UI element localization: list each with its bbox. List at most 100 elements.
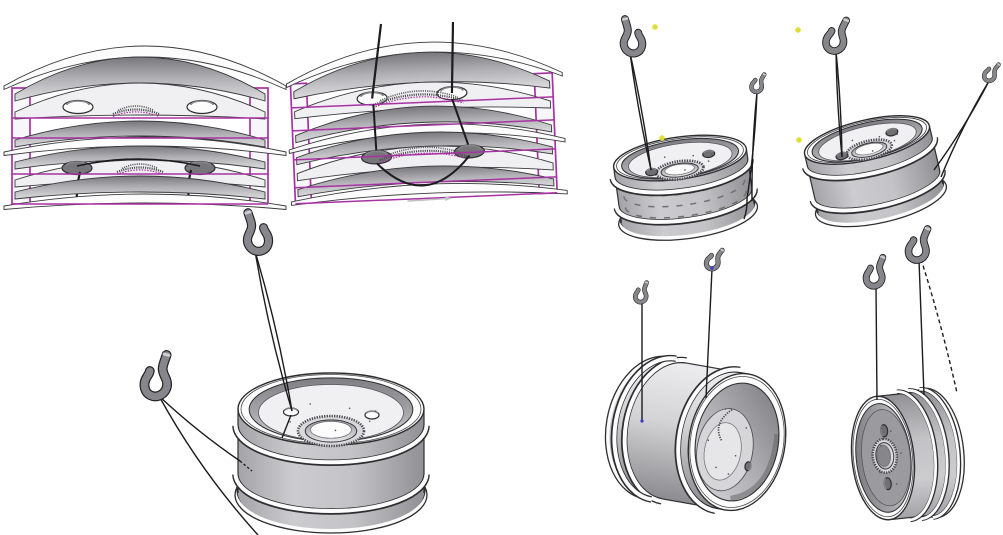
wheel-rim-3d-circle bbox=[711, 153, 713, 156]
wire-rope bbox=[705, 268, 713, 399]
crane-hook-path bbox=[644, 281, 649, 284]
wheel-rim-3d-circle bbox=[368, 420, 371, 423]
rim-bowl-interior-ellipse bbox=[703, 422, 742, 481]
sectioned-rim-stack bbox=[285, 22, 568, 206]
sectioned-rim-stack-path bbox=[379, 90, 459, 102]
section-cut-rail bbox=[289, 82, 313, 205]
crane-hook bbox=[749, 72, 767, 95]
crane-hook-path bbox=[924, 226, 931, 231]
wire-rope bbox=[751, 91, 758, 202]
wheel-rim-3d-circle bbox=[724, 408, 727, 410]
wheel-rim-3d-circle bbox=[374, 410, 377, 412]
sectioned-rim-stack-ellipse bbox=[186, 99, 218, 115]
sectioned-rim-stack-path bbox=[376, 154, 471, 187]
crane-hook-path bbox=[905, 226, 931, 263]
sectioned-rim-stack bbox=[3, 45, 287, 210]
wheel-rim-3d-path bbox=[365, 410, 379, 414]
wheel-rim-3d-ellipse bbox=[694, 382, 780, 502]
sectioned-rim-stack-path bbox=[66, 100, 90, 106]
wheel-rim-3d-circle bbox=[745, 427, 748, 429]
wire-rope bbox=[254, 250, 293, 412]
sectioned-rim-stack-line bbox=[292, 119, 555, 132]
figure-rim-top-right-1 bbox=[609, 15, 767, 241]
wire-rope bbox=[743, 198, 748, 220]
wire-rope-path bbox=[940, 80, 990, 178]
wheel-rim-3d-circle bbox=[878, 135, 881, 138]
wire-rope-path bbox=[281, 414, 292, 439]
wire-rope bbox=[158, 395, 253, 472]
sectioned-rim-stack-line bbox=[291, 96, 554, 109]
crane-hook bbox=[703, 247, 725, 272]
sectioned-rim-stack-path bbox=[116, 169, 164, 175]
wheel-rim-3d-circle bbox=[893, 139, 896, 142]
sectioned-rim-stack-path bbox=[374, 93, 464, 106]
crane-hook-path bbox=[633, 280, 649, 304]
sectioned-rim-stack-line bbox=[407, 197, 452, 202]
wheel-rim-3d-path bbox=[610, 158, 753, 195]
wheel-rim-3d-circle bbox=[348, 407, 351, 410]
wire-rope bbox=[918, 259, 925, 396]
crane-hook-path bbox=[620, 16, 646, 57]
section-band bbox=[296, 131, 554, 166]
wire-rope-path bbox=[629, 52, 652, 171]
wheel-rim-3d-path bbox=[896, 390, 937, 522]
wheel-rim-3d-circle bbox=[879, 471, 881, 474]
crane-hook bbox=[904, 225, 932, 264]
figure-rim-bottom-right-1 bbox=[604, 247, 788, 514]
wheel-rim-3d-path bbox=[803, 136, 937, 180]
wheel-rim-3d-path bbox=[919, 387, 960, 520]
wire-rope-path bbox=[158, 395, 241, 462]
crane-hook-path bbox=[162, 352, 171, 357]
crane-hook-path bbox=[982, 62, 1001, 83]
wire-rope bbox=[940, 80, 990, 178]
crane-hook bbox=[139, 350, 172, 402]
stray-marker-dots bbox=[640, 24, 802, 423]
wheel-rim-3d-path bbox=[880, 425, 884, 437]
wire-rope-path bbox=[751, 91, 758, 202]
wheel-rim-3d bbox=[850, 387, 965, 523]
wheel-rim-3d-circle bbox=[851, 139, 854, 142]
figure-stack-right bbox=[285, 22, 568, 206]
section-band bbox=[290, 183, 568, 206]
sectioned-rim-stack-path bbox=[364, 150, 389, 157]
wire-rope-path bbox=[158, 395, 259, 535]
hub-bore bbox=[654, 159, 705, 181]
sectioned-rim-stack-line bbox=[293, 148, 556, 161]
wheel-rim-3d-path bbox=[748, 462, 752, 471]
figures-root bbox=[3, 15, 1001, 535]
hub-bore-ellipse bbox=[854, 142, 884, 156]
hub-bore-ellipse bbox=[876, 445, 891, 467]
yellow-vertex-marker bbox=[652, 24, 658, 30]
sectioned-rim-stack-path bbox=[457, 144, 482, 151]
section-band bbox=[294, 81, 552, 120]
crane-hook-path bbox=[621, 17, 629, 21]
crane-hook bbox=[619, 15, 647, 58]
wheel-rim-3d bbox=[232, 372, 430, 534]
crane-hook-path bbox=[704, 248, 725, 271]
crane-hook-path bbox=[863, 254, 886, 289]
hub-bore bbox=[296, 414, 366, 448]
wire-rope-path bbox=[705, 268, 713, 399]
wheel-rim-3d-circle bbox=[684, 169, 686, 171]
yellow-vertex-marker bbox=[659, 135, 665, 141]
wheel-rim-3d-path bbox=[612, 356, 677, 502]
crane-hook-path bbox=[880, 255, 886, 259]
sectioned-rim-stack-line bbox=[295, 192, 558, 205]
crane-hook bbox=[862, 253, 887, 290]
wire-rope bbox=[875, 285, 878, 401]
wheel-rim-3d-path bbox=[233, 425, 429, 465]
crane-hook-path bbox=[749, 72, 766, 94]
wheel-rim-3d-path bbox=[907, 389, 949, 521]
figure-stack-left bbox=[3, 45, 287, 210]
wheel-rim-3d-path bbox=[886, 127, 898, 133]
wire-rope-path bbox=[920, 258, 958, 394]
blue-vertex-marker bbox=[710, 266, 714, 270]
wire-rope bbox=[920, 258, 958, 394]
crane-hook-path bbox=[244, 209, 272, 255]
hub-bore-ellipse bbox=[310, 421, 352, 439]
wheel-rim-3d-circle bbox=[727, 473, 730, 475]
wheel-rim-3d bbox=[802, 115, 948, 228]
sectioned-rim-stack-path bbox=[379, 149, 468, 162]
